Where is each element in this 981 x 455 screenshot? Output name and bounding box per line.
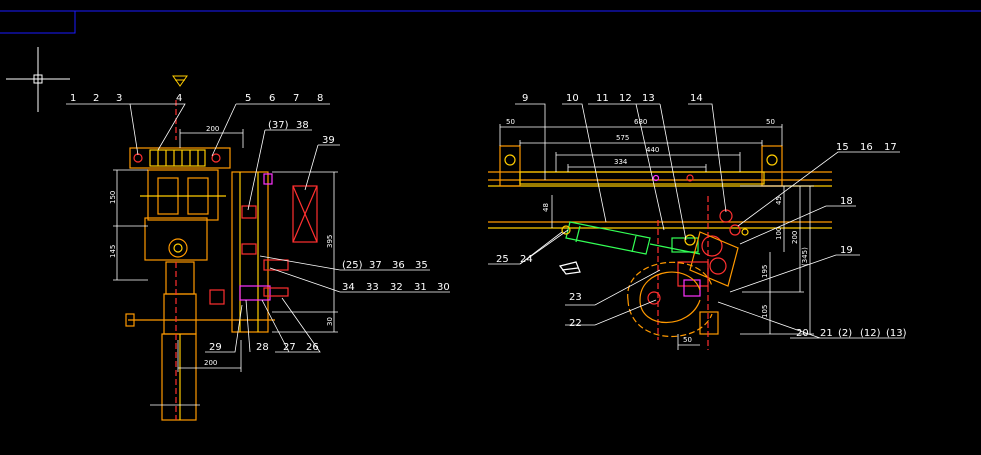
right-cylinder [561, 221, 701, 255]
dim-bottom-width: 200 [204, 359, 217, 367]
callout-18: 18 [840, 196, 853, 207]
right-linkage [657, 196, 749, 350]
callout-34: 34 [342, 282, 355, 293]
dim-overall: 680 [634, 118, 647, 126]
callout-17: 17 [884, 142, 897, 153]
callout-33: 33 [366, 282, 379, 293]
callout-25-ref: (25) [342, 260, 363, 271]
callout-19: 19 [840, 245, 853, 256]
left-rail-body [140, 169, 226, 261]
left-dimension-lines [113, 129, 338, 406]
dim-right-offset: 50 [766, 118, 775, 126]
callout-13: 13 [642, 93, 655, 104]
direction-arrow-icon [172, 75, 188, 87]
callout-15: 15 [836, 142, 849, 153]
left-top-clamp [129, 147, 231, 169]
dim-upper-height: 150 [109, 191, 117, 204]
dim-lower-width: 50 [683, 336, 692, 344]
dim-h200: 200 [791, 231, 799, 244]
dim-left-offset: 50 [506, 118, 515, 126]
callout-27: 27 [283, 342, 296, 353]
callout-25: 25 [496, 254, 509, 265]
callout-26: 26 [306, 342, 319, 353]
callout-7: 7 [293, 93, 299, 104]
dim-h45: 45 [775, 196, 783, 205]
callout-2: 2 [93, 93, 99, 104]
right-main-beam [488, 145, 832, 229]
dim-span1: 575 [616, 134, 629, 142]
dim-h100: 100 [775, 227, 783, 240]
callout-12-ref: (12) [860, 328, 881, 339]
callout-2-ref: (2) [838, 328, 852, 339]
callout-6: 6 [269, 93, 275, 104]
dim-lower-height: 145 [109, 245, 117, 258]
callout-12: 12 [619, 93, 632, 104]
callout-4: 4 [176, 93, 182, 104]
callout-23: 23 [569, 292, 582, 303]
drawing-frame [0, 10, 981, 34]
dim-top-width: 200 [206, 125, 219, 133]
callout-21: 21 [820, 328, 833, 339]
dim-right-height: 395 [326, 235, 334, 248]
ucs-crosshair-icon [6, 47, 70, 112]
callout-29: 29 [209, 342, 222, 353]
callout-20: 20 [796, 328, 809, 339]
callout-37: 37 [369, 260, 382, 271]
callout-38: 38 [296, 120, 309, 131]
callout-10: 10 [566, 93, 579, 104]
dim-h195: 195 [761, 265, 769, 278]
callout-1: 1 [70, 93, 76, 104]
callout-3: 3 [116, 93, 122, 104]
callout-37-ref: (37) [268, 120, 289, 131]
callout-5: 5 [245, 93, 251, 104]
callout-30: 30 [437, 282, 450, 293]
dim-base-height: 30 [326, 317, 334, 326]
left-side-bracket [209, 171, 289, 333]
callout-8: 8 [317, 93, 323, 104]
left-electric-box [292, 185, 318, 243]
dim-small-height: 48 [542, 203, 550, 212]
callout-28: 28 [256, 342, 269, 353]
callout-9: 9 [522, 93, 528, 104]
callout-11: 11 [596, 93, 609, 104]
dim-h105: 105 [761, 305, 769, 318]
callout-39: 39 [322, 135, 335, 146]
dim-span2: 440 [646, 146, 659, 154]
callout-16: 16 [860, 142, 873, 153]
callout-32: 32 [390, 282, 403, 293]
callout-14: 14 [690, 93, 703, 104]
left-view [66, 75, 450, 421]
dim-span3: 334 [614, 158, 628, 166]
callout-31: 31 [414, 282, 427, 293]
callout-13-ref: (13) [886, 328, 907, 339]
right-view [488, 103, 905, 350]
callout-22: 22 [569, 318, 582, 329]
callout-35: 35 [415, 260, 428, 271]
callout-24: 24 [520, 254, 533, 265]
callout-36: 36 [392, 260, 405, 271]
right-leader-lines [488, 103, 905, 339]
dim-h345: (345) [801, 247, 809, 266]
left-leader-lines [66, 103, 450, 353]
